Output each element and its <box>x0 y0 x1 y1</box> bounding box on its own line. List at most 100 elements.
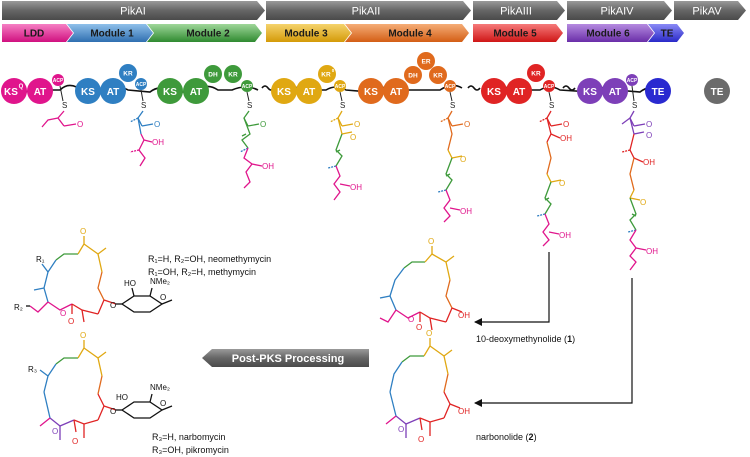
domain-ks-q: KS Q <box>1 78 27 104</box>
svg-text:O: O <box>160 293 166 302</box>
svg-text:Module 5: Module 5 <box>493 29 537 40</box>
svg-text:ACP: ACP <box>136 82 147 88</box>
svg-text:KR: KR <box>228 72 238 79</box>
svg-text:O: O <box>350 133 356 142</box>
gene-arrow-pikaii: PikAII <box>266 1 471 20</box>
svg-text:ACP: ACP <box>335 84 346 90</box>
svg-text:AT: AT <box>303 87 316 98</box>
svg-text:LDD: LDD <box>24 29 45 40</box>
domain-at-ldd: AT <box>27 78 53 104</box>
svg-text:O: O <box>160 399 166 408</box>
svg-text:KS: KS <box>81 87 95 98</box>
svg-text:O: O <box>110 407 116 416</box>
s-atom-ldd: S <box>62 101 67 110</box>
domain-er-m4: ER <box>417 52 435 70</box>
svg-text:ACP: ACP <box>445 84 456 90</box>
svg-text:Module 2: Module 2 <box>186 29 230 40</box>
intermediate-m6: O O OH O OH <box>621 110 658 271</box>
svg-text:O: O <box>559 179 565 188</box>
svg-text:R₁: R₁ <box>36 255 45 264</box>
arrow-to-deoxymethynolide <box>474 252 550 326</box>
svg-text:O: O <box>260 120 266 129</box>
module-arrow-3: Module 3 <box>266 24 351 42</box>
gene-label-pikav: PikAV <box>692 6 722 18</box>
label-pikromycin: R₃=OH, pikromycin <box>152 445 229 455</box>
svg-text:KR: KR <box>321 72 331 79</box>
svg-text:Q: Q <box>19 84 24 90</box>
svg-text:AT: AT <box>609 87 622 98</box>
intermediate-m3: O O OH <box>327 110 362 201</box>
svg-text:O: O <box>464 120 470 129</box>
domain-acp-ldd: ACP <box>52 74 64 86</box>
svg-text:TE: TE <box>652 87 665 98</box>
svg-text:0: 0 <box>332 68 335 73</box>
domain-dh-m2: DH <box>204 65 222 83</box>
thioester-sulfurs: S S S S S S S <box>62 101 637 110</box>
svg-text:TE: TE <box>711 87 724 98</box>
domain-at-m1: AT <box>100 78 126 104</box>
svg-text:O: O <box>154 120 160 129</box>
label-neomethymycin: R₁=H, R₂=OH, neomethymycin <box>148 254 271 264</box>
domain-acp-m5: ACP <box>543 80 555 92</box>
svg-text:OH: OH <box>560 134 572 143</box>
gene-label-pikai: PikAI <box>120 6 146 18</box>
module-arrow-6: Module 6 <box>567 24 654 42</box>
domain-at-m3: AT <box>296 78 322 104</box>
svg-text:ER: ER <box>421 59 430 66</box>
svg-text:O: O <box>646 120 652 129</box>
svg-text:KR: KR <box>531 71 541 78</box>
domain-dh-m4: DH <box>404 66 422 84</box>
s-atom-m3: S <box>340 101 345 110</box>
domain-acp-m6: ACP <box>626 74 638 86</box>
label-methymycin: R₁=OH, R₂=H, methymycin <box>148 267 256 277</box>
post-pks-arrow: Post-PKS Processing <box>202 349 369 367</box>
intermediate-ldd: O <box>41 110 83 129</box>
structure-narbomycin: O O O O HO NMe₂ O R₃ <box>28 331 173 446</box>
domain-ks-m3: KS <box>271 78 297 104</box>
svg-text:O: O <box>80 331 86 340</box>
s-atom-m6: S <box>632 101 637 110</box>
domain-ks-m4: KS <box>358 78 384 104</box>
svg-text:HO: HO <box>116 393 128 402</box>
svg-text:O: O <box>77 120 83 129</box>
svg-text:AT: AT <box>513 87 526 98</box>
svg-text:O: O <box>563 120 569 129</box>
svg-text:O: O <box>72 437 78 446</box>
intermediate-m4: O O OH <box>437 110 472 223</box>
domain-at-m6: AT <box>602 78 628 104</box>
domain-ks-m5: KS <box>481 78 507 104</box>
intermediate-m2: O OH <box>239 110 274 189</box>
svg-text:ACP: ACP <box>544 84 555 90</box>
svg-text:KR: KR <box>123 71 133 78</box>
svg-text:OH: OH <box>152 138 164 147</box>
svg-text:O: O <box>640 198 646 207</box>
s-atom-m5: S <box>549 101 554 110</box>
svg-text:O: O <box>426 329 432 338</box>
svg-text:DH: DH <box>208 72 218 79</box>
module-arrow-2: Module 2 <box>147 24 262 42</box>
intermediate-m1: O OH <box>129 110 164 167</box>
gene-arrow-pikai: PikAI <box>2 1 265 20</box>
svg-text:OH: OH <box>458 311 470 320</box>
svg-text:O: O <box>646 131 652 140</box>
domain-acp-m2: ACP <box>241 80 253 92</box>
svg-text:ACP: ACP <box>242 84 253 90</box>
svg-text:Module 3: Module 3 <box>284 29 328 40</box>
svg-text:O: O <box>68 317 74 326</box>
svg-text:NMe₂: NMe₂ <box>150 383 170 392</box>
domain-te-pikav: TE <box>704 78 730 104</box>
s-atom-m1: S <box>141 101 146 110</box>
domain-te-pikaiv: TE <box>645 78 671 104</box>
s-atom-m2: S <box>247 101 252 110</box>
svg-text:O: O <box>408 315 414 324</box>
svg-text:O: O <box>110 301 116 310</box>
module-arrow-1: Module 1 <box>67 24 153 42</box>
domain-ks-m6: KS <box>577 78 603 104</box>
svg-text:OH: OH <box>643 158 655 167</box>
svg-text:O: O <box>354 120 360 129</box>
gene-label-pikaiii: PikAIII <box>500 6 532 18</box>
svg-text:AT: AT <box>107 87 120 98</box>
svg-text:OH: OH <box>350 183 362 192</box>
